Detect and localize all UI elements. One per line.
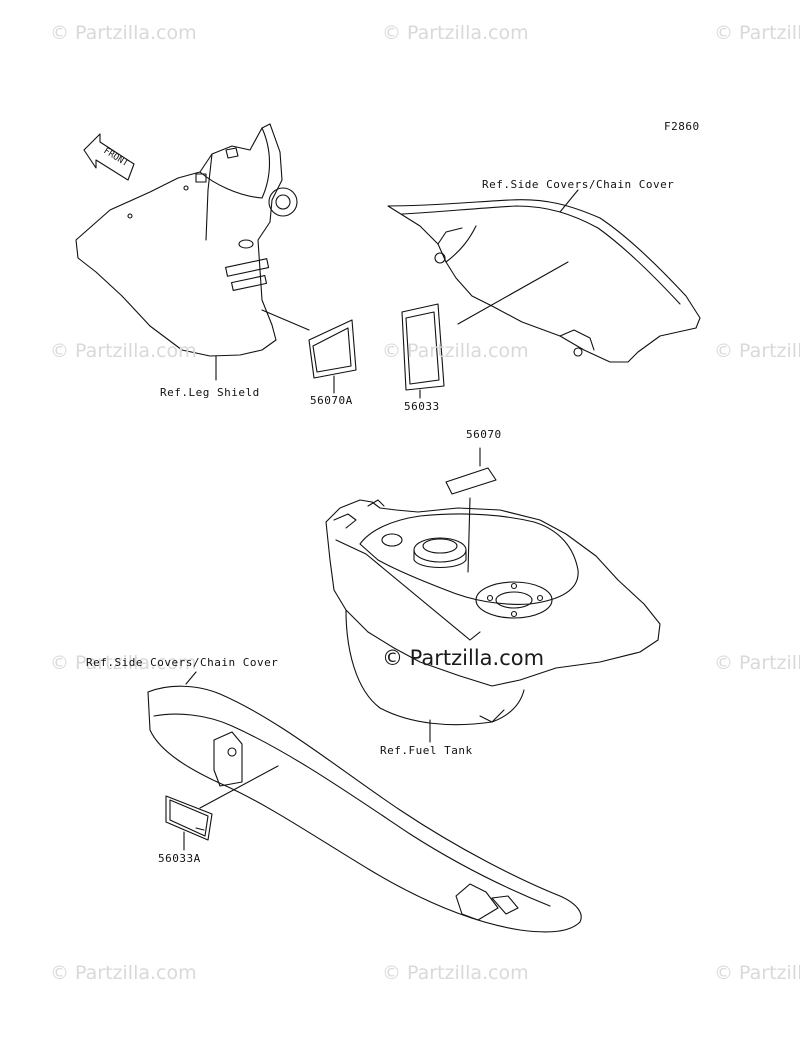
watermark: © Partzilla.com	[714, 962, 800, 984]
part-number-56070A: 56070A	[310, 394, 353, 407]
fuel-tank-drawing	[325, 499, 661, 743]
side-cover-top-drawing	[387, 189, 701, 363]
watermark: © Partzilla.com	[714, 340, 800, 362]
watermark: © Partzilla.com	[382, 962, 529, 984]
watermark: © Partzilla.com	[50, 340, 197, 362]
label-ref-side-covers-left: Ref.Side Covers/Chain Cover	[86, 656, 279, 669]
part-number-56033: 56033	[404, 400, 440, 413]
watermark: © Partzilla.com	[382, 22, 529, 44]
watermark-center: © Partzilla.com	[382, 646, 545, 670]
diagram-id: F2860	[664, 120, 700, 133]
decal-56033	[401, 303, 445, 399]
watermark: © Partzilla.com	[382, 340, 529, 362]
decal-56033A	[165, 795, 213, 851]
label-ref-side-covers-top: Ref.Side Covers/Chain Cover	[482, 178, 675, 191]
watermark: © Partzilla.com	[714, 652, 800, 674]
leg-shield-drawing	[75, 123, 298, 357]
watermark: © Partzilla.com	[50, 22, 197, 44]
decal-56070A	[261, 309, 357, 394]
front-arrow-icon: FRONT	[83, 133, 135, 181]
watermark: © Partzilla.com	[714, 22, 800, 44]
part-number-56033A: 56033A	[158, 852, 201, 865]
label-ref-fuel-tank: Ref.Fuel Tank	[380, 744, 473, 757]
label-ref-leg-shield: Ref.Leg Shield	[160, 386, 260, 399]
watermark: © Partzilla.com	[50, 652, 197, 674]
decal-56070	[445, 447, 497, 573]
chain-cover-drawing	[147, 671, 582, 933]
part-number-56070: 56070	[466, 428, 502, 441]
watermark: © Partzilla.com	[50, 962, 197, 984]
